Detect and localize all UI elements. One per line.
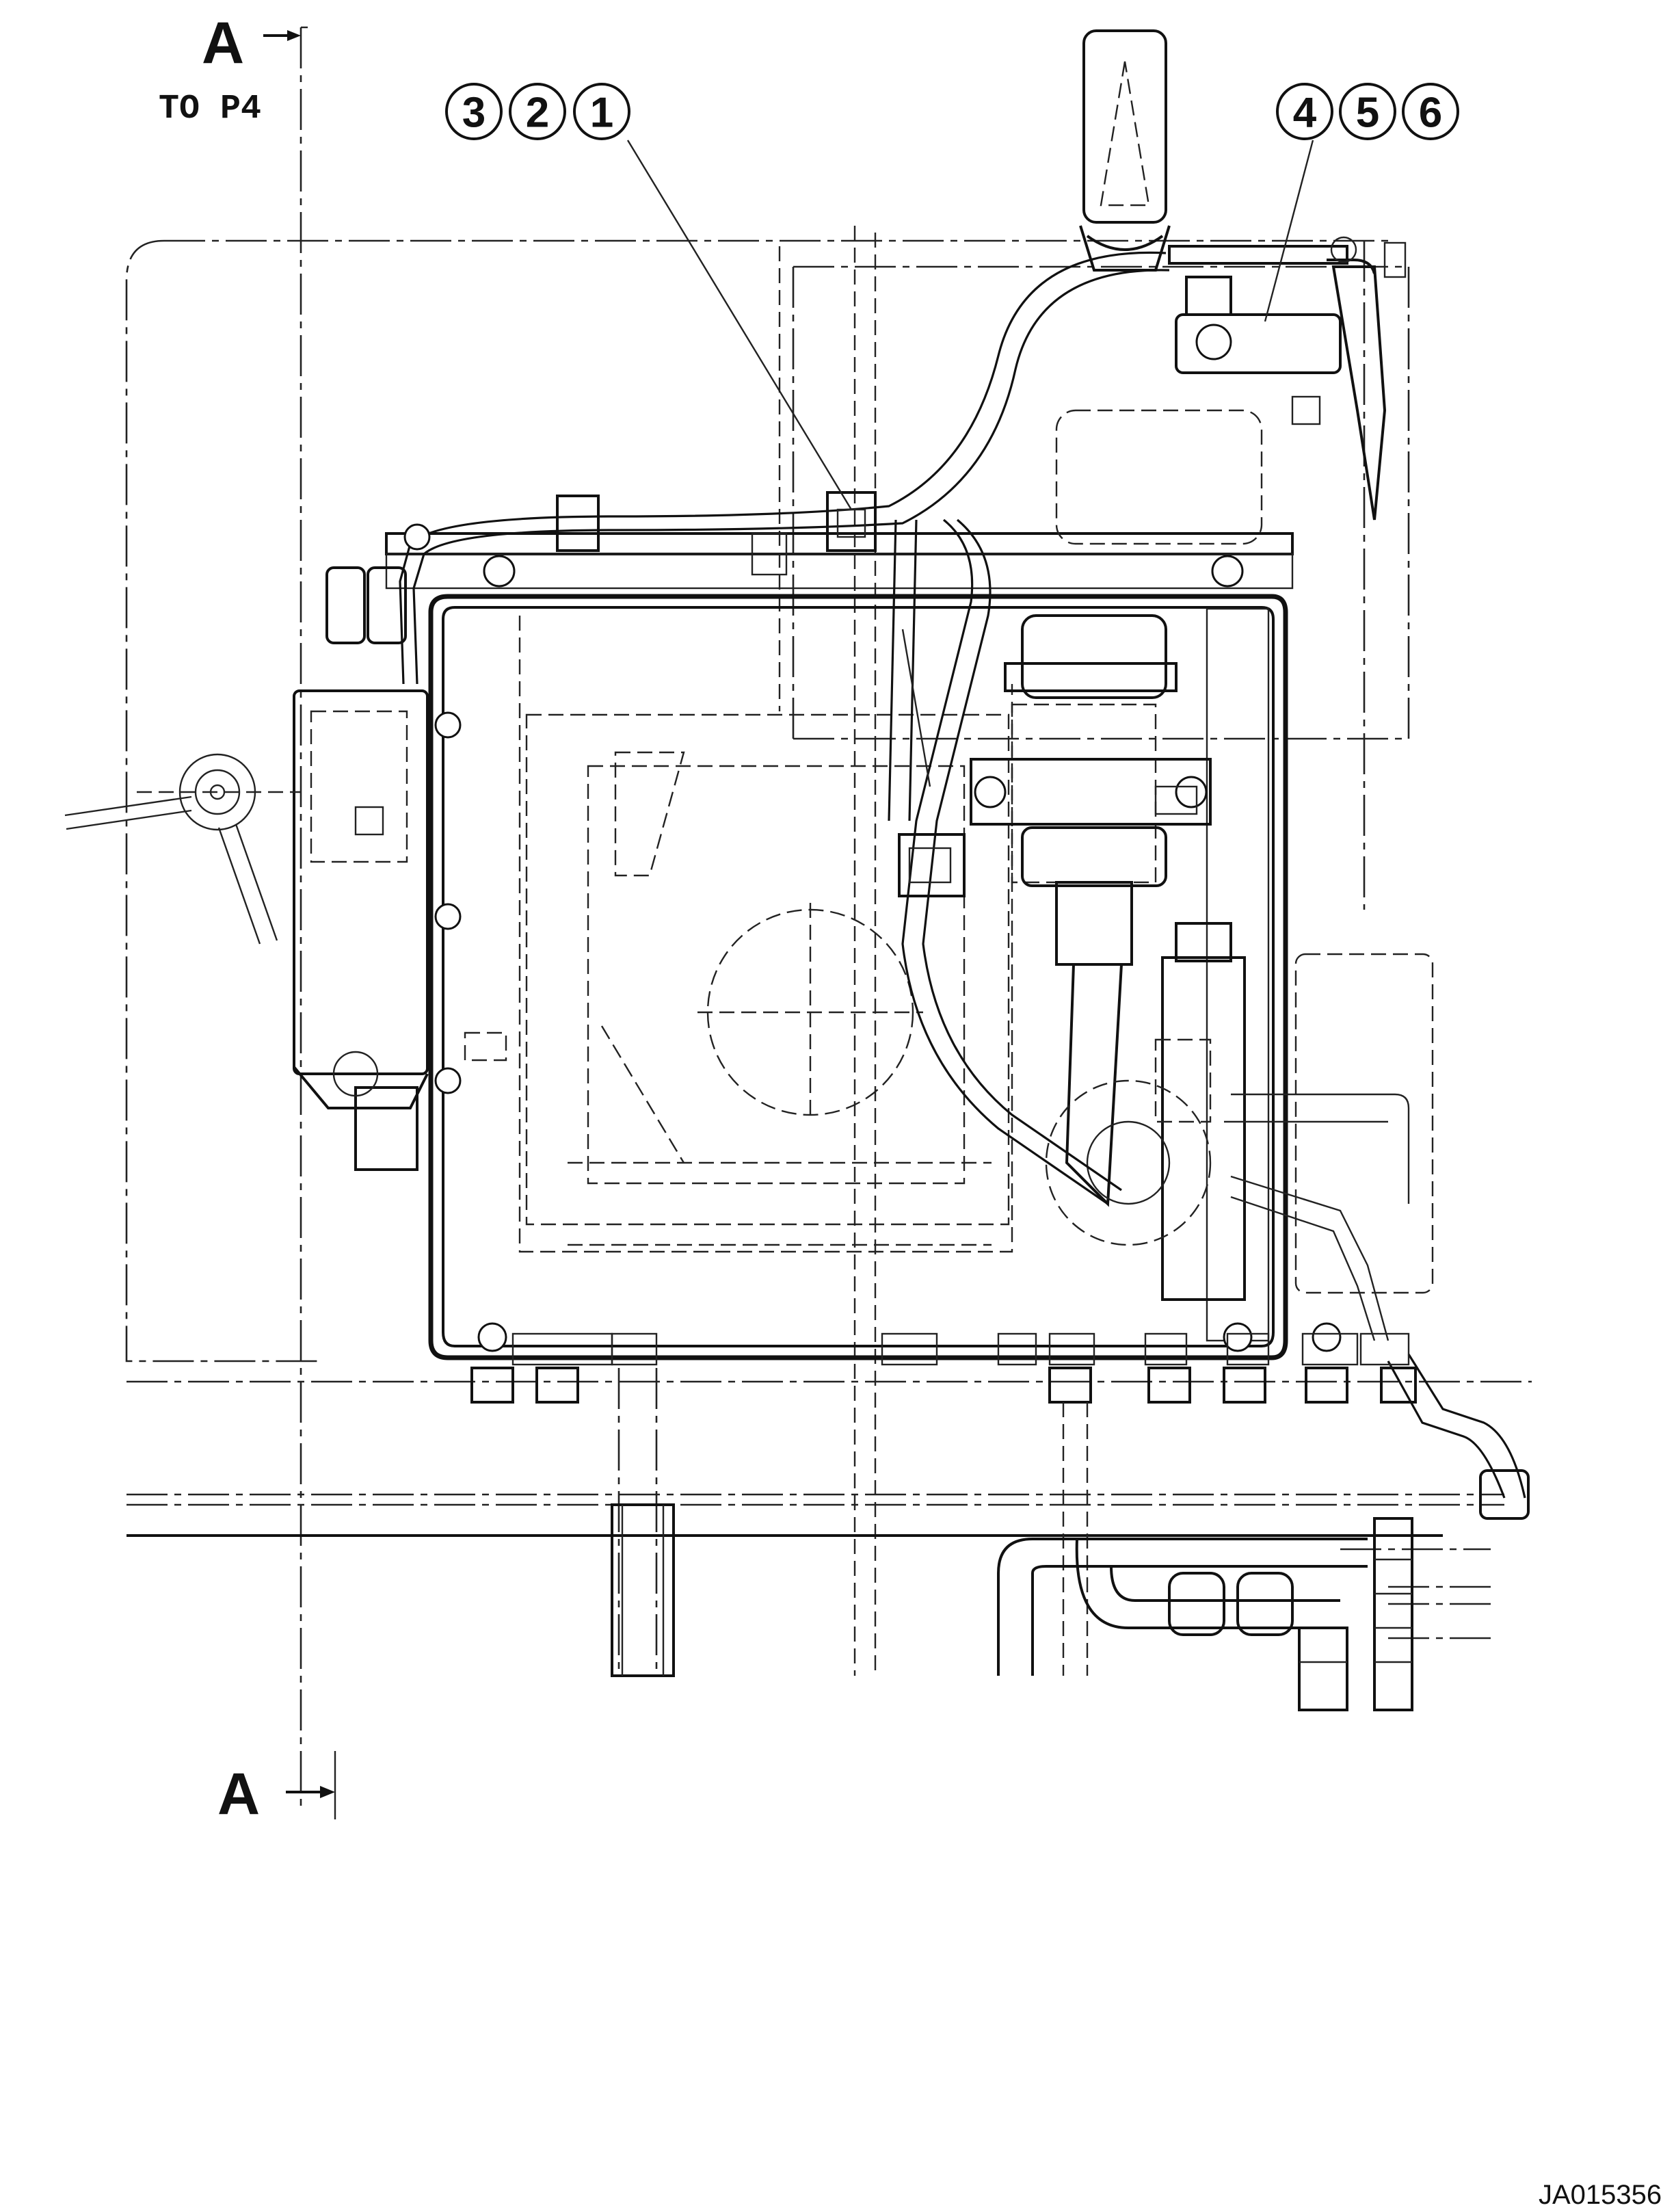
callout-number-3: 3	[462, 90, 485, 137]
drawing-code: JA015356	[1539, 2180, 1662, 2210]
lower-pipes	[611, 1503, 1413, 1711]
pump-valve-assembly	[970, 614, 1434, 1341]
callout-balloon-1	[573, 83, 630, 140]
hose-harness	[399, 251, 1530, 1520]
upper-right-component	[1055, 29, 1407, 545]
callout-number-6: 6	[1419, 90, 1442, 137]
callout-balloon-6	[1402, 83, 1459, 140]
callout-group-right: 4 5 6	[1276, 83, 1459, 140]
callout-group-left: 3 2 1	[445, 83, 630, 140]
callout-number-4: 4	[1293, 90, 1317, 137]
leader-lines	[626, 140, 1314, 510]
section-reference: TO P4	[159, 90, 261, 129]
callout-balloon-3	[445, 83, 503, 140]
section-letter-top: A	[202, 10, 244, 76]
left-pivot-arm	[64, 753, 301, 945]
harness-clamps	[556, 491, 1198, 897]
section-line	[263, 26, 336, 1819]
base-frame-lines	[127, 1380, 1532, 1640]
mounting-bolts	[403, 523, 1342, 1352]
section-letter-bottom: A	[217, 1761, 260, 1827]
callout-balloon-5	[1339, 83, 1396, 140]
callout-number-1: 1	[590, 90, 613, 137]
main-tank	[385, 532, 1294, 1360]
callout-balloon-4	[1276, 83, 1333, 140]
callout-balloon-2	[509, 83, 566, 140]
callout-number-2: 2	[526, 90, 549, 137]
callout-number-5: 5	[1356, 90, 1379, 137]
background-frame	[125, 226, 1410, 1676]
left-side-component	[293, 566, 462, 1171]
